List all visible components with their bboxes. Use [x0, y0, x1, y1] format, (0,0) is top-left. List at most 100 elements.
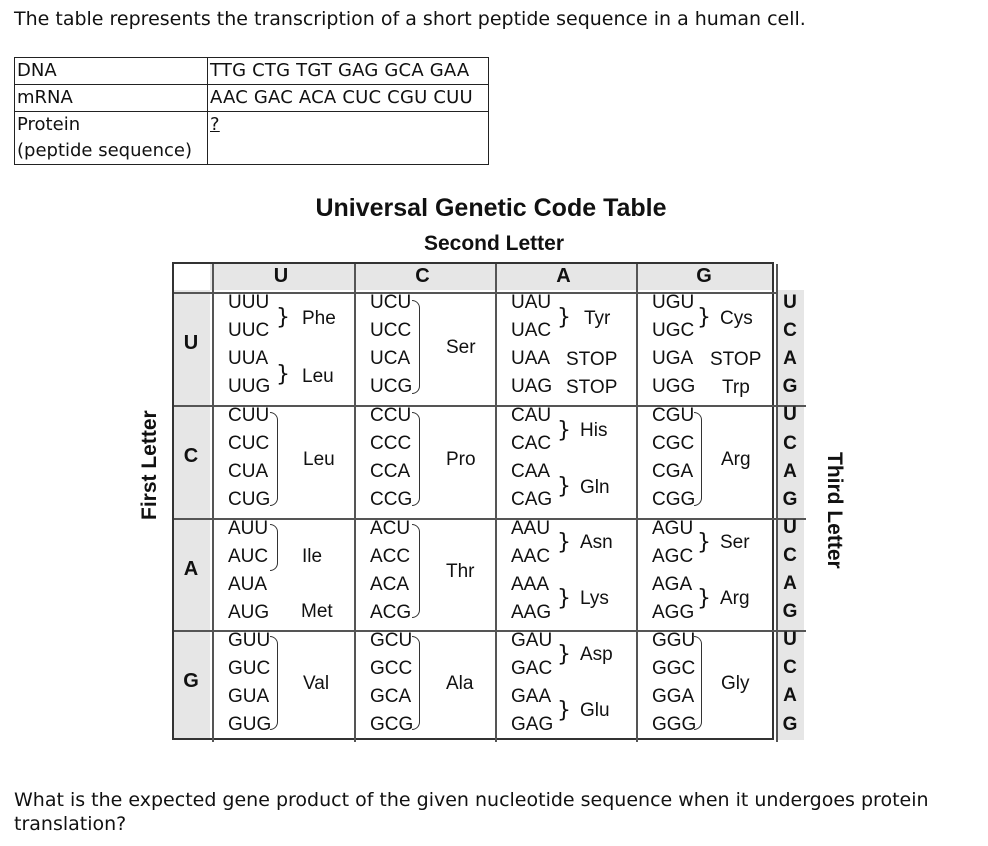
codon-gau: GAU — [511, 630, 553, 651]
codon-guu: GUU — [228, 630, 271, 651]
codon-gcu: GCU — [370, 630, 413, 651]
codon-caa: CAA — [511, 461, 551, 482]
codon-ucg: UCG — [370, 376, 413, 397]
amino-acid-label: Ser — [720, 532, 750, 553]
first-letter-g: G — [183, 670, 199, 692]
codon-uag: UAG — [511, 376, 553, 397]
codon-aaa: AAA — [511, 574, 550, 595]
second-letter-label: Second Letter — [423, 232, 565, 255]
third-letter-a: A — [783, 460, 797, 482]
codon-ugg: UGG — [652, 376, 696, 397]
small-brace: } — [557, 474, 571, 499]
protein-value: ? — [207, 111, 489, 165]
third-letter-c: C — [783, 657, 797, 679]
codon-cua: CUA — [228, 461, 269, 482]
amino-acid-label: Gln — [580, 477, 610, 498]
third-letter-c: C — [783, 544, 797, 566]
large-brace — [412, 300, 420, 394]
third-letter-label: Third Letter — [823, 452, 846, 569]
third-letter-g: G — [782, 713, 798, 735]
codon-cag: CAG — [511, 489, 553, 510]
small-brace: } — [276, 305, 290, 330]
codon-uuu: UUU — [228, 292, 270, 313]
codon-gag: GAG — [511, 714, 554, 735]
amino-acid-label: Val — [303, 673, 330, 694]
third-letter-u: U — [783, 292, 797, 313]
codon-uac: UAC — [511, 320, 552, 341]
column-header-u: U — [273, 265, 289, 287]
codon-ccg: CCG — [370, 489, 413, 510]
codon-aua: AUA — [228, 574, 268, 595]
small-brace: } — [557, 418, 571, 443]
codon-aug: AUG — [228, 602, 270, 623]
small-brace: } — [276, 362, 290, 387]
amino-acid-label: Gly — [721, 673, 750, 694]
codon-ccc: CCC — [370, 433, 412, 454]
codon-aac: AAC — [511, 546, 551, 567]
amino-acid-label: Asn — [580, 532, 613, 553]
small-brace: } — [557, 530, 571, 555]
amino-acid-label: Ile — [302, 546, 323, 567]
table-row: DNA TTG CTG TGT GAG GCA GAA — [14, 57, 489, 85]
third-letter-g: G — [782, 376, 798, 398]
codon-uaa: UAA — [511, 348, 551, 369]
grid-line — [174, 518, 776, 520]
codon-cuc: CUC — [228, 433, 270, 454]
codon-uua: UUA — [228, 348, 269, 369]
large-brace — [270, 412, 278, 506]
grid-line — [495, 264, 497, 742]
grid-line — [212, 264, 214, 742]
codon-aau: AAU — [511, 518, 551, 539]
codon-ugu: UGU — [652, 292, 695, 313]
codon-gac: GAC — [511, 658, 553, 679]
first-letter-label: First Letter — [138, 410, 161, 520]
large-brace — [412, 636, 420, 730]
grid-line — [778, 630, 806, 632]
column-header-bar — [210, 262, 774, 290]
third-letter-c: C — [783, 432, 797, 454]
amino-acid-label: Leu — [303, 449, 335, 470]
first-letter-column — [172, 290, 210, 740]
amino-acid-label: Asp — [580, 644, 613, 665]
amino-acid-label: Met — [301, 601, 333, 622]
amino-acid-label: Pro — [446, 449, 476, 470]
codon-agc: AGC — [652, 546, 694, 567]
grid-line — [174, 405, 776, 407]
third-letter-a: A — [783, 573, 797, 594]
codon-gua: GUA — [228, 686, 270, 707]
codon-auc: AUC — [228, 546, 269, 567]
codon-uca: UCA — [370, 348, 411, 369]
amino-acid-label: STOP — [566, 377, 618, 398]
small-brace: } — [557, 586, 571, 611]
large-brace — [412, 412, 420, 506]
amino-acid-label: Lys — [580, 588, 609, 609]
codon-cau: CAU — [511, 405, 552, 426]
sequence-table: DNA TTG CTG TGT GAG GCA GAA mRNA AAC GAC… — [14, 57, 489, 165]
codon-cuu: CUU — [228, 405, 270, 426]
codon-guc: GUC — [228, 658, 271, 679]
first-letter-a: A — [183, 558, 199, 580]
amino-acid-label: Tyr — [584, 308, 611, 329]
intro-text: The table represents the transcription o… — [14, 8, 806, 30]
codon-cac: CAC — [511, 433, 552, 454]
grid-line — [778, 518, 806, 520]
codon-acu: ACU — [370, 518, 411, 539]
amino-acid-label: STOP — [710, 349, 762, 370]
codon-ggu: GGU — [652, 630, 696, 651]
codon-aag: AAG — [511, 602, 552, 623]
codon-auu: AUU — [228, 518, 269, 539]
small-brace: } — [557, 305, 571, 330]
row-label-dna: DNA — [14, 57, 208, 85]
amino-acid-label: Arg — [721, 449, 751, 470]
amino-acid-label: Arg — [720, 588, 750, 609]
codon-uga: UGA — [652, 348, 694, 369]
small-brace: } — [697, 305, 711, 330]
question-text: What is the expected gene product of the… — [14, 789, 929, 835]
third-letter-a: A — [783, 348, 797, 370]
small-brace: } — [697, 586, 711, 611]
small-brace: } — [697, 530, 711, 555]
grid-line — [778, 405, 806, 407]
genetic-code-grid — [172, 262, 806, 742]
first-letter-c: C — [183, 445, 199, 467]
column-header-a: A — [556, 265, 571, 287]
